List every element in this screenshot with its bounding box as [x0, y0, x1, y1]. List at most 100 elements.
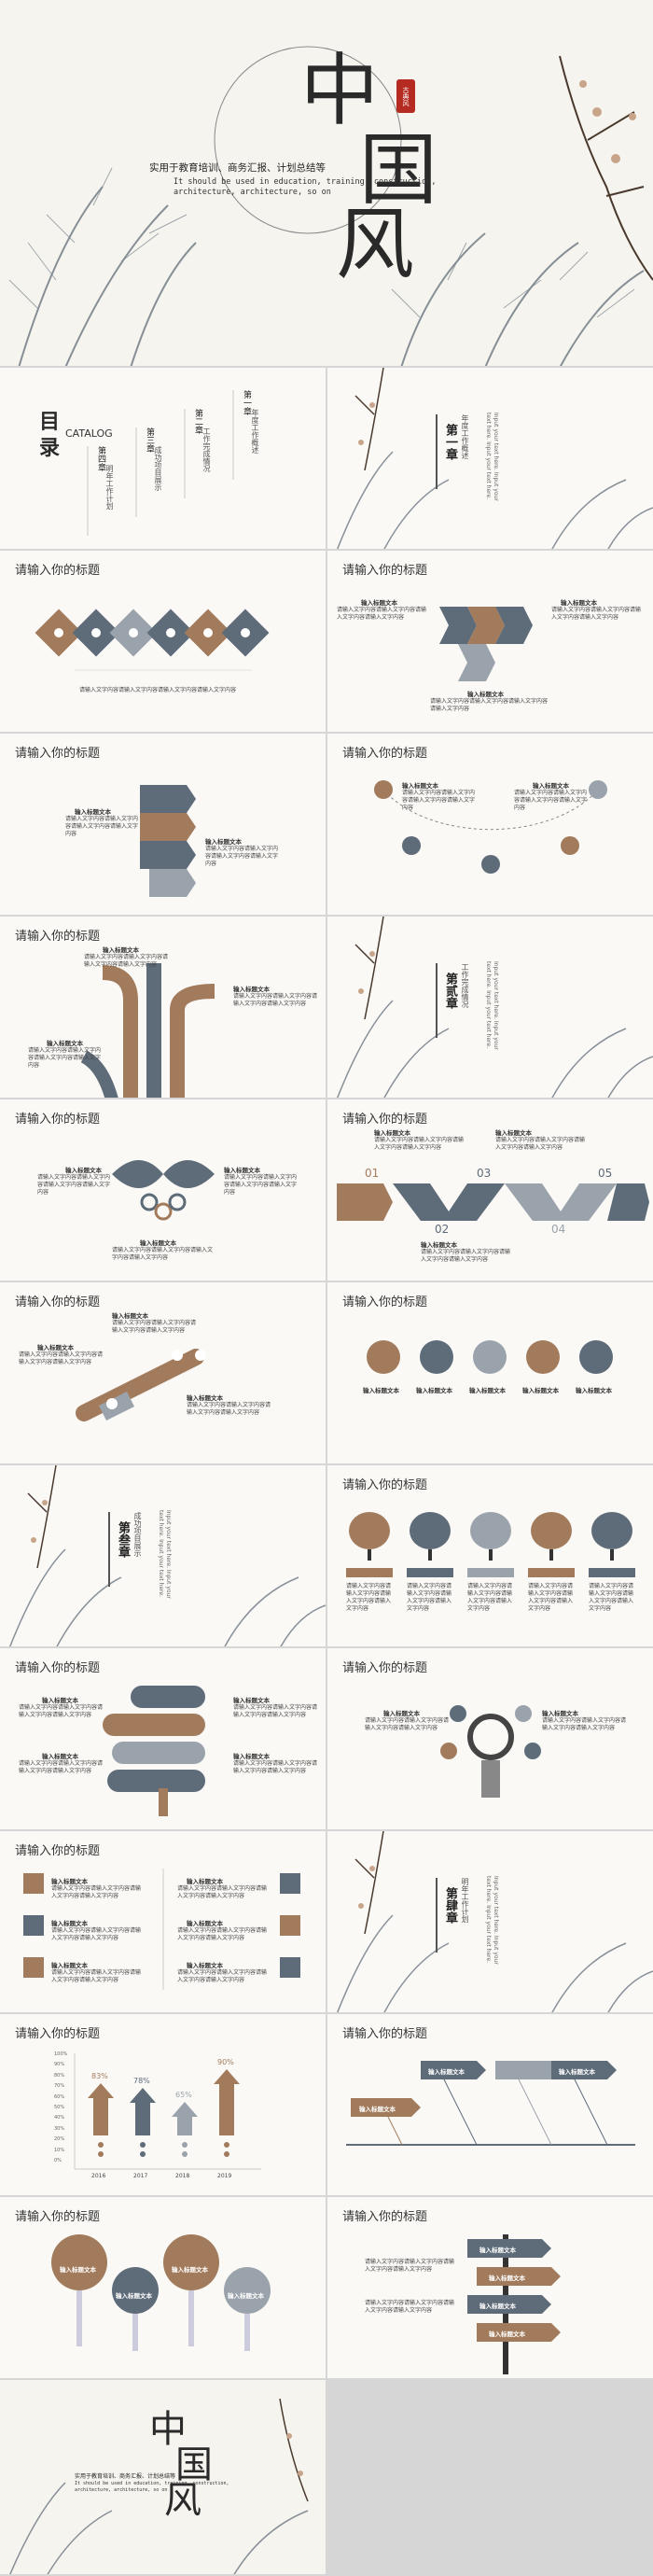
slide-title: 请输入你的标题 — [15, 2027, 101, 2041]
y-axis-label: 100% — [54, 2051, 68, 2057]
item-title: 输入标题文本 — [233, 1753, 270, 1760]
section-slide-1[interactable]: 第一章 年度工作概述 Input your text here. Input y… — [327, 368, 653, 551]
section-1-name: 年度工作概述 — [461, 414, 469, 459]
item-body: 请输入文字内容请输入文字内容请输入文字内容请输入文字内容 — [19, 1760, 104, 1774]
item-body: 请输入文字内容请输入文字内容请输入文字内容请输入文字内容 — [346, 1583, 392, 1612]
item-body: 请输入文字内容请输入文字内容请输入文字内容请输入文字内容 — [51, 1969, 142, 1983]
item-body: 请输入文字内容请输入文字内容请输入文字内容请输入文字内容 — [365, 2259, 455, 2273]
item-title: 输入标题文本 — [47, 1040, 83, 1047]
ribbon-arrow-diagram — [140, 785, 196, 897]
item-title: 输入标题文本 — [233, 986, 270, 993]
slide-gear-icons[interactable]: 请输入你的标题 输入标题文本 输入标题文本 输入标题文本 输入标题文本 输入标题… — [327, 1282, 653, 1465]
y-axis-label: 10% — [54, 2147, 65, 2153]
item-title: 输入标题文本 — [37, 1344, 74, 1351]
slide-road-arrows[interactable]: 请输入你的标题 输入标题文本 请输入文字内容请输入文字内容请输入文字内容请输入文… — [0, 917, 326, 1099]
percent-label: 83% — [91, 2072, 108, 2080]
section-1-num: 第一章 — [443, 424, 457, 460]
item-title: 输入标题文本 — [533, 782, 569, 790]
section-slide-3[interactable]: 第叁章 成功项目展示 Input your text here. Input y… — [0, 1465, 326, 1648]
circle-pin-diagram — [51, 2234, 271, 2351]
pine-branch-icon — [336, 368, 653, 549]
slide-title: 请输入你的标题 — [15, 1661, 101, 1675]
slide-tree-tags[interactable]: 请输入你的标题 输入标题文本 请输入文字内容请输入文字内容请输入文字内容请输入文… — [0, 1648, 326, 1831]
slide-diagonal-tags[interactable]: 请输入你的标题 输入标题文本 输入标题文本 输入标题文本 — [327, 2014, 653, 2197]
item-body: 请输入文字内容请输入文字内容请输入文字内容请输入文字内容 — [112, 1247, 214, 1261]
slide-signpost[interactable]: 请输入你的标题 输入标题文本 输入标题文本 输入标题文本 输入标题文本 请输入文… — [327, 2197, 653, 2380]
cover-subtitle: 实用于教育培训、商务汇报、计划总结等 — [149, 162, 326, 174]
slide-zigzag-numbers[interactable]: 请输入你的标题 01 02 03 04 05 输入标题文本 请输入文字内容请输入… — [327, 1099, 653, 1282]
item-body: 请输入文字内容请输入文字内容请输入文字内容请输入文字内容 — [528, 1583, 574, 1612]
item-title: 输入标题文本 — [374, 1129, 410, 1137]
section-slide-4[interactable]: 第肆章 明年工作计划 Input your text here. Input y… — [327, 1831, 653, 2014]
item-title: 输入标题文本 — [103, 946, 139, 954]
slide-diamond-icons[interactable]: 请输入你的标题 请输入文字内容请输入文字内容请输入文字内容请输入文字内容 — [0, 551, 326, 734]
item-body: 请输入文字内容请输入文字内容请输入文字内容请输入文字内容 — [177, 1927, 268, 1941]
section-slide-2[interactable]: 第贰章 工作完成情况 Input your text here. Input y… — [327, 917, 653, 1099]
ending-slide[interactable]: 中 国 风 实用于教育培训、商务汇报、计划总结等 It should be us… — [0, 2380, 326, 2576]
slide-title: 请输入你的标题 — [342, 747, 428, 761]
item-body: 请输入文字内容请输入文字内容请输入文字内容请输入文字内容 — [177, 1885, 268, 1899]
slide-ribbon-chevrons[interactable]: 请输入你的标题 输入标题文本 请输入文字内容请输入文字内容请输入文字内容请输入文… — [327, 551, 653, 734]
chapter-1-num: 第一章 — [242, 390, 251, 415]
chapter-3-name: 成功项目展示 — [154, 446, 162, 491]
catalog-slide[interactable]: 目 录 CATALOG 第一章 年度工作概述 第二章 工作完成情况 第三章 成功… — [0, 368, 326, 551]
item-body: 请输入文字内容请输入文字内容请输入文字内容请输入文字内容 — [374, 1137, 465, 1151]
y-axis-label: 50% — [54, 2104, 65, 2110]
slide-title: 请输入你的标题 — [15, 930, 101, 944]
item-title: 输入标题文本 — [205, 838, 242, 846]
y-axis-label: 60% — [54, 2093, 65, 2100]
item-body: 请输入文字内容请输入文字内容请输入文字内容请输入文字内容 — [430, 698, 549, 712]
road-arrow-diagram — [80, 963, 215, 1098]
slide-title: 请输入你的标题 — [342, 1478, 428, 1492]
slide-title: 请输入你的标题 — [15, 747, 101, 761]
slide-magnifier[interactable]: 请输入你的标题 输入标题文本 请输入文字内容请输入文字内容请输入文字内容请输入文… — [327, 1648, 653, 1831]
item-body: 请输入文字内容请输入文字内容请输入文字内容请输入文字内容 — [542, 1717, 627, 1731]
end-english: It should be used in education, training… — [75, 2481, 229, 2493]
item-body: 请输入文字内容请输入文字内容请输入文字内容请输入文字内容 — [233, 993, 318, 1007]
item-body: 请输入文字内容请输入文字内容请输入文字内容请输入文字内容 — [65, 816, 139, 837]
section-1-lines: Input your text here. Input your text he… — [485, 413, 499, 501]
gear-icon — [526, 1340, 560, 1374]
item-title: 输入标题文本 — [561, 599, 597, 607]
item-body: 请输入文字内容请输入文字内容请输入文字内容请输入文字内容 — [84, 954, 169, 968]
diagonal-tag-diagram — [346, 2061, 635, 2146]
section-2-num: 第贰章 — [443, 973, 457, 1009]
item-title: 输入标题文本 — [522, 1387, 559, 1394]
chapter-2-num: 第二章 — [193, 409, 202, 434]
item-title: 输入标题文本 — [224, 1167, 260, 1174]
slide-icon-list[interactable]: 请输入你的标题 输入标题文本 请输入文字内容请输入文字内容请输入文字内容请输入文… — [0, 1831, 326, 2014]
y-axis-label: 0% — [54, 2157, 62, 2163]
slide-bow-circles[interactable]: 请输入你的标题 输入标题文本 请输入文字内容请输入文字内容请输入文字内容请输入文… — [0, 1099, 326, 1282]
gear-icon — [473, 1340, 507, 1374]
slide-arc-circles[interactable]: 请输入你的标题 输入标题文本 请输入文字内容请输入文字内容请输入文字内容请输入文… — [327, 734, 653, 917]
diamond-chain-diagram — [35, 609, 270, 671]
section-4-num: 第肆章 — [443, 1887, 457, 1924]
item-body: 请输入文字内容请输入文字内容请输入文字内容请输入文字内容 — [28, 1047, 102, 1069]
lantern-icon — [349, 1512, 390, 1561]
chapter-3-num: 第三章 — [145, 427, 154, 453]
slide-lanterns[interactable]: 请输入你的标题 请输入文字内容请输入文字内容请输入文字内容请输入文字内容 请输入… — [327, 1465, 653, 1648]
slide-arrow-ribbons[interactable]: 请输入你的标题 输入标题文本 请输入文字内容请输入文字内容请输入文字内容请输入文… — [0, 734, 326, 917]
item-body: 请输入文字内容请输入文字内容请输入文字内容请输入文字内容 — [467, 1583, 513, 1612]
item-title: 输入标题文本 — [542, 1710, 578, 1717]
slide-snake-path[interactable]: 请输入你的标题 输入标题文本 请输入文字内容请输入文字内容请输入文字内容请输入文… — [0, 1282, 326, 1465]
slide-title: 请输入你的标题 — [342, 1295, 428, 1309]
zigzag-chevron-diagram — [337, 1183, 649, 1221]
slide-title: 请输入你的标题 — [342, 1113, 428, 1127]
slide-title: 请输入你的标题 — [15, 1295, 101, 1309]
cover-slide[interactable]: 中 国 风 古典风 实用于教育培训、商务汇报、计划总结等 It should b… — [0, 0, 653, 368]
slide-circle-pins[interactable]: 请输入你的标题 输入标题文本 输入标题文本 输入标题文本 输入标题文本 — [0, 2197, 326, 2380]
slide-title: 请输入你的标题 — [342, 1661, 428, 1675]
item-title: 输入标题文本 — [228, 2292, 264, 2300]
number-01: 01 — [365, 1167, 380, 1180]
item-body: 请输入文字内容请输入文字内容请输入文字内容请输入文字内容 — [233, 1704, 318, 1718]
y-axis-label: 20% — [54, 2136, 65, 2143]
slide-title: 请输入你的标题 — [15, 1844, 101, 1858]
item-body: 请输入文字内容请输入文字内容请输入文字内容请输入文字内容 — [51, 1927, 142, 1941]
chapter-1-name: 年度工作概述 — [251, 409, 259, 454]
slide-arrow-bar-chart[interactable]: 请输入你的标题 83% 78% 65% 90% 2016 2017 2018 2… — [0, 2014, 326, 2197]
item-body: 请输入文字内容请输入文字内容请输入文字内容请输入文字内容 — [365, 2300, 455, 2314]
pine-branch-icon — [336, 1831, 653, 2012]
cover-char-feng: 风 — [336, 199, 415, 290]
arc-circle-diagram — [374, 780, 607, 874]
